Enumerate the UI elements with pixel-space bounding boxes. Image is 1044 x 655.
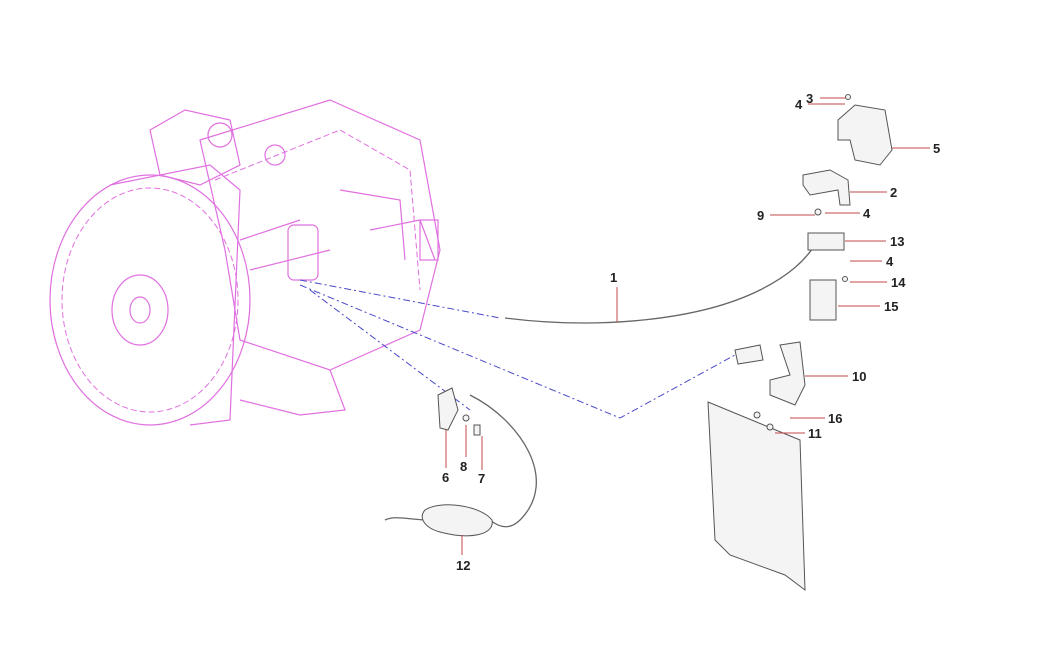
part-13-block — [807, 232, 845, 251]
callout-4: 4 — [795, 97, 803, 112]
callout-4: 4 — [863, 206, 871, 221]
cable-12 — [469, 394, 537, 528]
callout-4: 4 — [886, 254, 894, 269]
callout-10: 10 — [852, 369, 866, 384]
panel — [707, 401, 806, 592]
callout-8: 8 — [460, 459, 467, 474]
part-12-pedal — [421, 504, 493, 537]
callout-16: 16 — [828, 411, 842, 426]
part-5-cover — [837, 104, 893, 166]
callout-9: 9 — [757, 208, 764, 223]
part-6-bracket — [437, 387, 459, 431]
part-15-block — [809, 279, 837, 321]
part-grommet — [734, 344, 764, 365]
callout-15: 15 — [884, 299, 898, 314]
part-10-bracket — [769, 341, 806, 406]
callout-2: 2 — [890, 185, 897, 200]
callout-5: 5 — [933, 141, 940, 156]
callout-1: 1 — [610, 270, 617, 285]
callout-11: 11 — [808, 426, 822, 441]
routing-line — [299, 284, 736, 419]
routing-line — [309, 289, 471, 411]
callout-6: 6 — [442, 470, 449, 485]
callout-14: 14 — [891, 275, 906, 290]
routing-line — [299, 279, 501, 319]
part-2-bracket — [802, 169, 851, 206]
callout-7: 7 — [478, 471, 485, 486]
callout-3: 3 — [806, 91, 813, 106]
callout-12: 12 — [456, 558, 470, 573]
throttle-cable — [504, 244, 816, 324]
engine-outline — [49, 99, 441, 426]
callout-13: 13 — [890, 234, 904, 249]
